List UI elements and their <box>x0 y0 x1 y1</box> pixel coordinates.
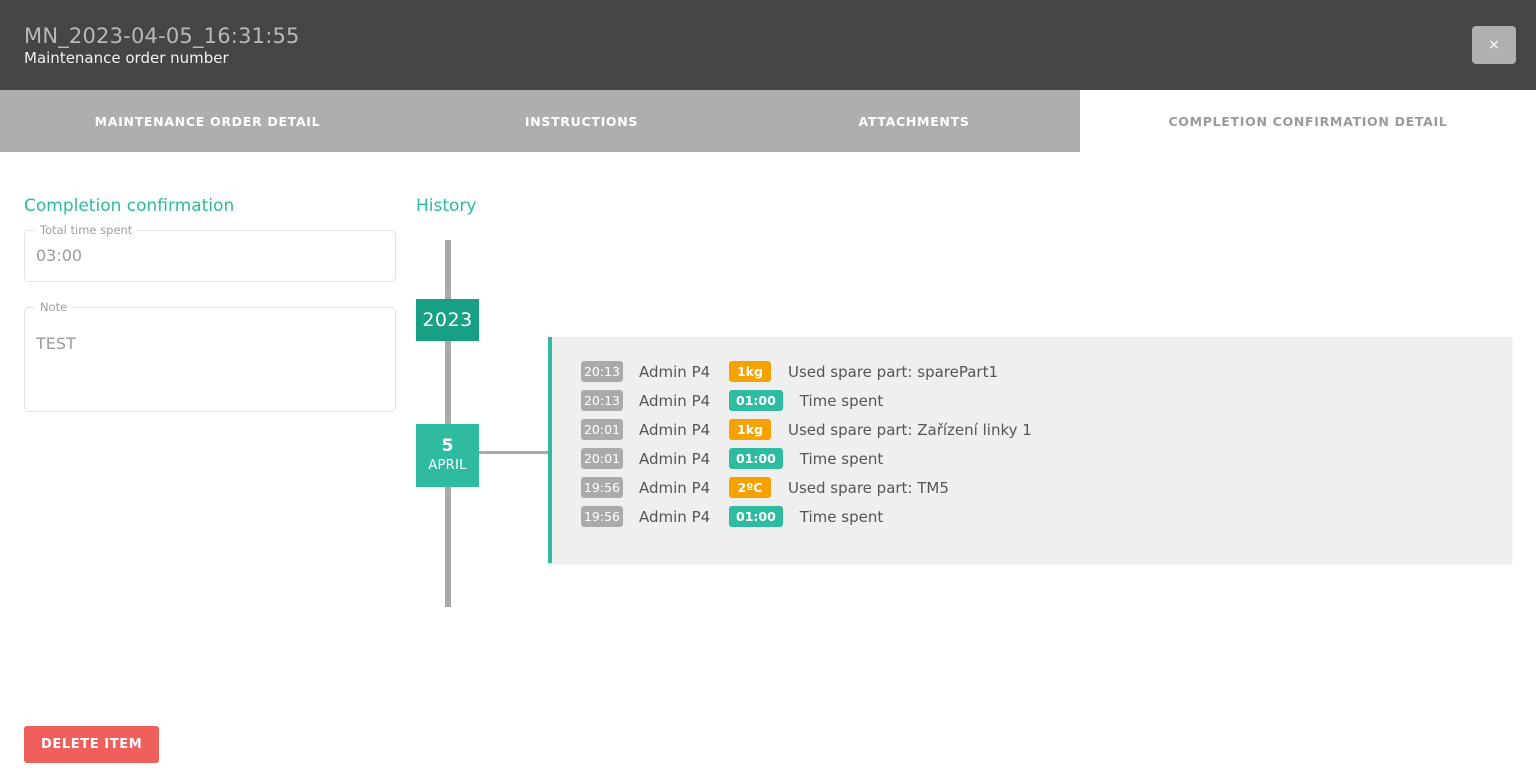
history-row: 20:13 Admin P4 1kg Used spare part: spar… <box>552 357 1512 386</box>
entry-value-badge: 01:00 <box>729 506 783 527</box>
history-row: 20:01 Admin P4 01:00 Time spent <box>552 444 1512 473</box>
history-row: 20:01 Admin P4 1kg Used spare part: Zaří… <box>552 415 1512 444</box>
history-row: 20:13 Admin P4 01:00 Time spent <box>552 386 1512 415</box>
timeline-date-badge[interactable]: 5 APRIL <box>416 424 479 487</box>
tab-maintenance-order-detail[interactable]: MAINTENANCE ORDER DETAIL <box>0 90 415 152</box>
entry-time: 20:13 <box>581 390 623 411</box>
entry-user: Admin P4 <box>639 420 711 439</box>
entry-user: Admin P4 <box>639 478 711 497</box>
entry-value-badge: 2ºC <box>729 477 771 498</box>
entry-time: 20:01 <box>581 419 623 440</box>
history-row: 19:56 Admin P4 01:00 Time spent <box>552 502 1512 531</box>
entry-description: Used spare part: sparePart1 <box>788 362 999 381</box>
entry-description: Time spent <box>799 391 884 410</box>
entry-description: Used spare part: TM5 <box>788 478 949 497</box>
entry-time: 20:01 <box>581 448 623 469</box>
timeline-date-month: APRIL <box>428 458 467 473</box>
entry-user: Admin P4 <box>639 362 711 381</box>
close-icon[interactable]: × <box>1472 26 1516 64</box>
entry-description: Time spent <box>799 507 884 526</box>
timeline-date-day: 5 <box>441 436 454 456</box>
total-time-spent-field[interactable]: Total time spent 03:00 <box>24 223 396 282</box>
note-value: TEST <box>36 334 76 353</box>
entry-user: Admin P4 <box>639 391 711 410</box>
timeline-year-label: 2023 <box>422 309 473 331</box>
dialog-body: Completion confirmation History Total ti… <box>0 152 1536 771</box>
delete-item-button[interactable]: DELETE ITEM <box>24 726 160 763</box>
total-time-spent-label: Total time spent <box>35 223 138 237</box>
entry-value-badge: 01:00 <box>729 448 783 469</box>
tab-instructions[interactable]: INSTRUCTIONS <box>415 90 748 152</box>
entry-time: 20:13 <box>581 361 623 382</box>
entry-value-badge: 1kg <box>729 419 771 440</box>
entry-value-badge: 1kg <box>729 361 771 382</box>
tab-completion-confirmation-detail[interactable]: COMPLETION CONFIRMATION DETAIL <box>1080 90 1536 152</box>
total-time-spent-value: 03:00 <box>36 246 83 265</box>
entry-user: Admin P4 <box>639 507 711 526</box>
completion-confirmation-heading: Completion confirmation <box>24 196 235 216</box>
note-label: Note <box>35 300 73 314</box>
tab-attachments[interactable]: ATTACHMENTS <box>748 90 1080 152</box>
note-field[interactable]: Note TEST <box>24 300 396 412</box>
timeline-year-badge: 2023 <box>416 299 479 341</box>
history-row: 19:56 Admin P4 2ºC Used spare part: TM5 <box>552 473 1512 502</box>
history-entries-panel: 20:13 Admin P4 1kg Used spare part: spar… <box>548 337 1512 563</box>
page-subtitle: Maintenance order number <box>24 49 229 67</box>
entry-description: Used spare part: Zařízení linky 1 <box>788 420 1032 439</box>
page-title: MN_2023-04-05_16:31:55 <box>24 24 300 48</box>
entry-time: 19:56 <box>581 506 623 527</box>
dialog-header: MN_2023-04-05_16:31:55 Maintenance order… <box>0 0 1536 90</box>
timeline-connector <box>479 451 550 454</box>
entry-time: 19:56 <box>581 477 623 498</box>
tab-bar: MAINTENANCE ORDER DETAIL INSTRUCTIONS AT… <box>0 90 1536 152</box>
entry-value-badge: 01:00 <box>729 390 783 411</box>
history-heading: History <box>416 196 477 216</box>
entry-user: Admin P4 <box>639 449 711 468</box>
timeline-axis <box>445 240 451 607</box>
entry-description: Time spent <box>799 449 884 468</box>
